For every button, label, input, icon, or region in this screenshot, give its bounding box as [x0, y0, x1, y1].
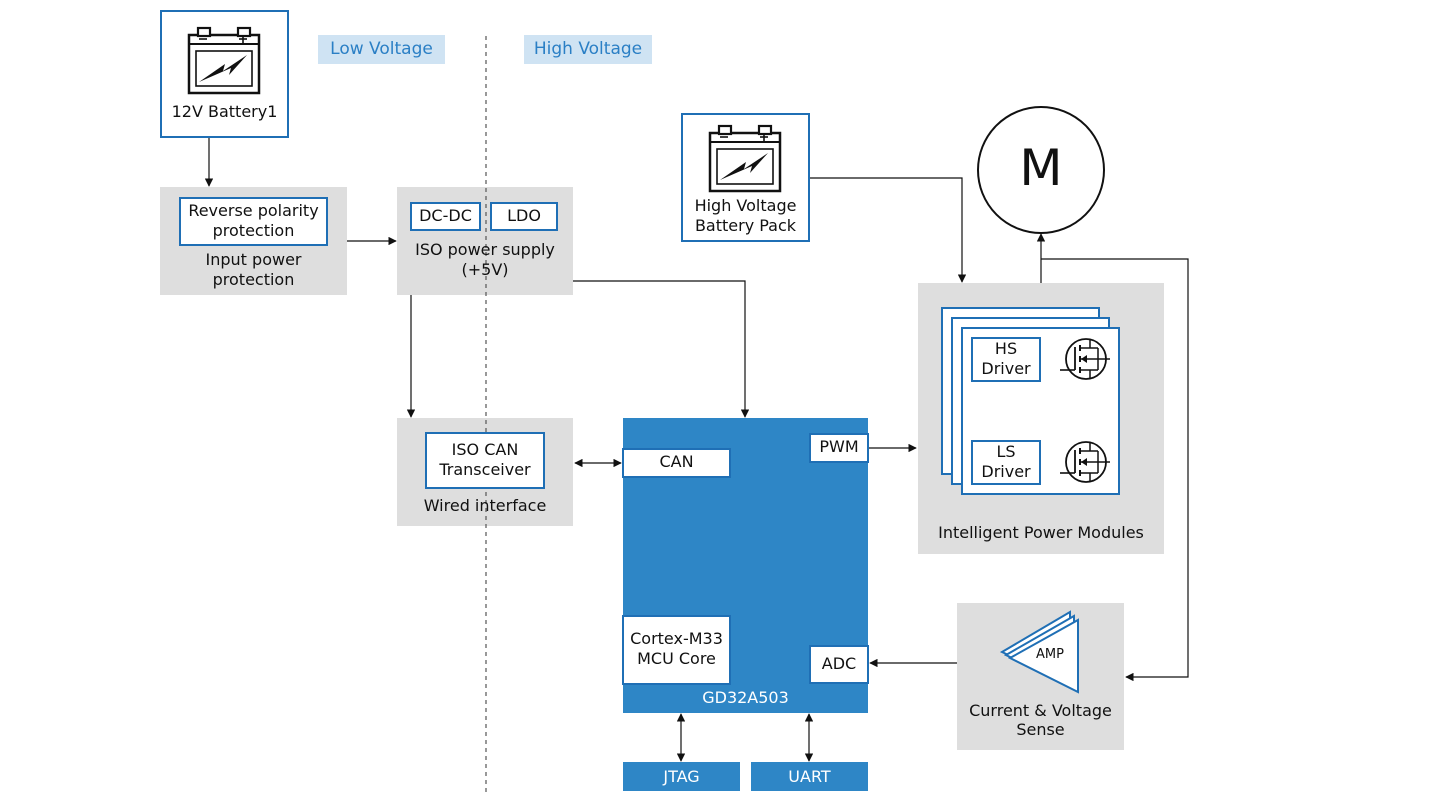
hv-battery-label1: High Voltage: [694, 196, 797, 215]
hv-battery-label2: Battery Pack: [694, 216, 797, 235]
uart-label: UART: [788, 767, 831, 786]
dcdc-label: DC-DC: [419, 206, 472, 225]
battery-12v-label: 12V Battery1: [171, 102, 278, 121]
iso-power-caption1: ISO power supply: [415, 240, 555, 259]
adc-port-label: ADC: [821, 654, 857, 673]
ls-driver-box: [971, 440, 1041, 485]
wired-interface-caption: Wired interface: [423, 496, 547, 515]
input-protection-caption1: Input power: [205, 250, 302, 269]
ls-driver-line1: LS: [996, 442, 1016, 461]
motor-label: M: [1019, 139, 1063, 197]
low-voltage-label: Low Voltage: [318, 35, 445, 64]
mcu-name: GD32A503: [702, 688, 789, 707]
uart-block[interactable]: [751, 762, 868, 791]
iso-power-caption2: (+5V): [461, 260, 509, 279]
iso-can-line1: ISO CAN: [451, 440, 519, 459]
reverse-polarity-box: [179, 197, 328, 246]
pwm-port-label: PWM: [819, 437, 859, 456]
mcu-core-box: [622, 615, 731, 685]
pwm-port-box: [809, 433, 869, 463]
ldo-label: LDO: [507, 206, 541, 225]
hs-driver-line1: HS: [994, 339, 1018, 358]
jtag-block[interactable]: [623, 762, 740, 791]
mcu-core-line1: Cortex-M33: [630, 629, 723, 648]
can-port-box: [622, 448, 731, 478]
adc-port-box: [809, 645, 869, 684]
iso-can-box: [425, 432, 545, 489]
amplifier-icon: [1000, 610, 1079, 694]
can-port-label: CAN: [659, 452, 694, 471]
high-voltage-label: High Voltage: [524, 35, 652, 64]
dcdc-box: [410, 202, 481, 231]
hs-driver-line2: Driver: [981, 359, 1031, 378]
sense-caption1: Current & Voltage: [969, 701, 1112, 720]
hs-driver-box: [971, 337, 1041, 382]
motor-icon: [977, 106, 1105, 234]
ls-driver-line2: Driver: [981, 462, 1031, 481]
mcu-core-line2: MCU Core: [637, 649, 716, 668]
battery-icon: [708, 124, 782, 193]
reverse-polarity-line1: Reverse polarity: [188, 201, 319, 220]
reverse-polarity-line2: protection: [212, 221, 295, 240]
jtag-label: JTAG: [663, 767, 700, 786]
iso-can-line2: Transceiver: [439, 460, 531, 479]
input-protection-caption2: protection: [212, 270, 295, 289]
battery-icon: [187, 26, 261, 95]
mosfet-icon: [1060, 441, 1110, 483]
sense-block: [957, 603, 1124, 750]
sense-caption2: Sense: [1016, 720, 1065, 739]
mosfet-icon: [1060, 338, 1110, 380]
ldo-box: [490, 202, 558, 231]
ipm-caption: Intelligent Power Modules: [938, 523, 1144, 542]
amp-label: AMP: [1036, 647, 1064, 662]
